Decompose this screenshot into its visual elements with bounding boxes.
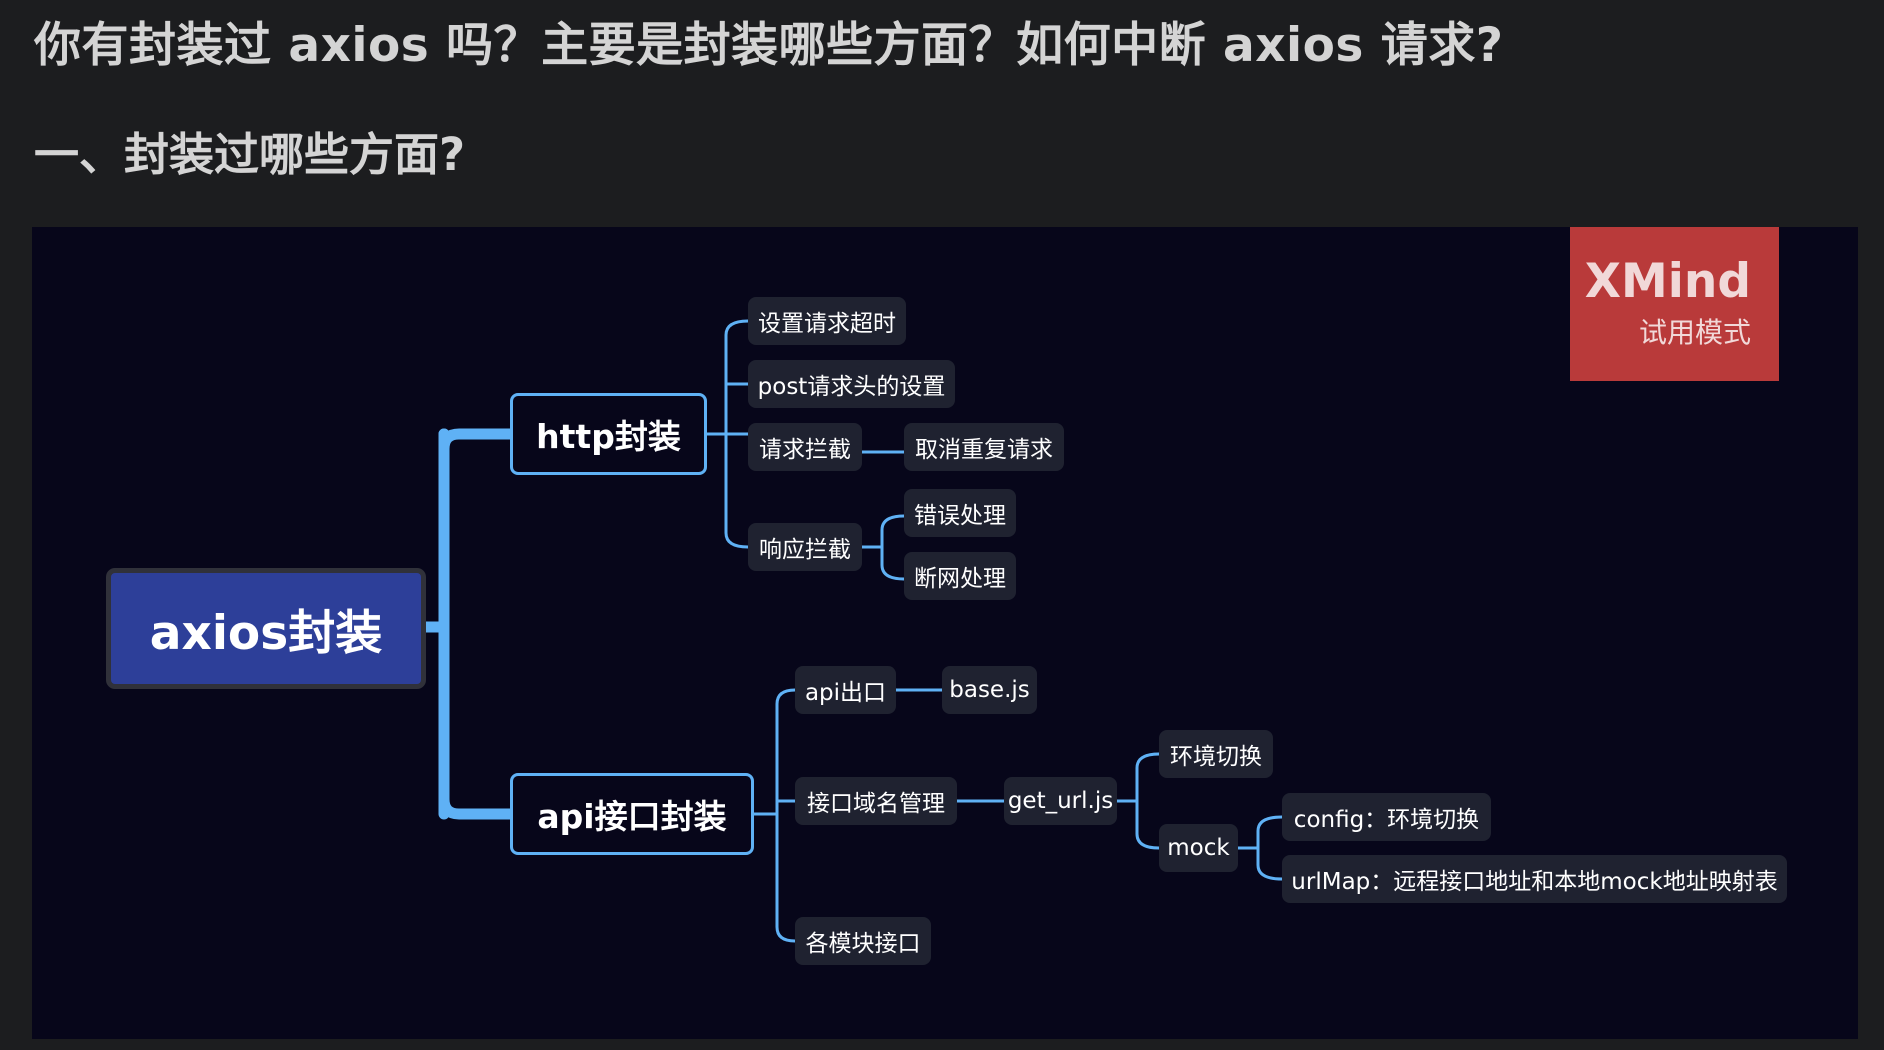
config-node[interactable]: config：环境切换 — [1282, 793, 1491, 841]
env-switch-node[interactable]: 环境切换 — [1159, 730, 1273, 778]
mock-node[interactable]: mock — [1159, 824, 1238, 872]
base-js-node[interactable]: base.js — [942, 666, 1037, 714]
root-node[interactable]: axios封装 — [106, 568, 426, 689]
response-intercept-node[interactable]: 响应拦截 — [748, 523, 862, 571]
cancel-duplicate-node[interactable]: 取消重复请求 — [904, 423, 1064, 471]
xmind-watermark: XMind 试用模式 — [1570, 227, 1779, 381]
api-export-node[interactable]: api出口 — [795, 666, 896, 714]
error-handling-node[interactable]: 错误处理 — [904, 489, 1016, 537]
post-header-node[interactable]: post请求头的设置 — [748, 360, 955, 408]
api-wrap-node[interactable]: api接口封装 — [510, 773, 754, 855]
network-handling-node[interactable]: 断网处理 — [904, 552, 1016, 600]
urlmap-node[interactable]: urlMap：远程接口地址和本地mock地址映射表 — [1282, 855, 1787, 903]
trial-mode-label: 试用模式 — [1638, 315, 1751, 349]
xmind-logo: XMind — [1584, 253, 1751, 309]
timeout-node[interactable]: 设置请求超时 — [748, 297, 906, 345]
module-apis-node[interactable]: 各模块接口 — [795, 917, 931, 965]
connector-lines — [420, 319, 1284, 943]
section-heading: 一、封装过哪些方面? — [34, 128, 466, 181]
page-title: 你有封装过 axios 吗？主要是封装哪些方面？如何中断 axios 请求? — [34, 18, 1504, 73]
domain-management-node[interactable]: 接口域名管理 — [795, 777, 957, 825]
mindmap-canvas: axios封装 http封装 api接口封装 设置请求超时 post请求头的设置… — [32, 227, 1858, 1039]
http-wrap-node[interactable]: http封装 — [510, 393, 707, 475]
request-intercept-node[interactable]: 请求拦截 — [748, 423, 862, 471]
get-url-js-node[interactable]: get_url.js — [1004, 777, 1117, 825]
